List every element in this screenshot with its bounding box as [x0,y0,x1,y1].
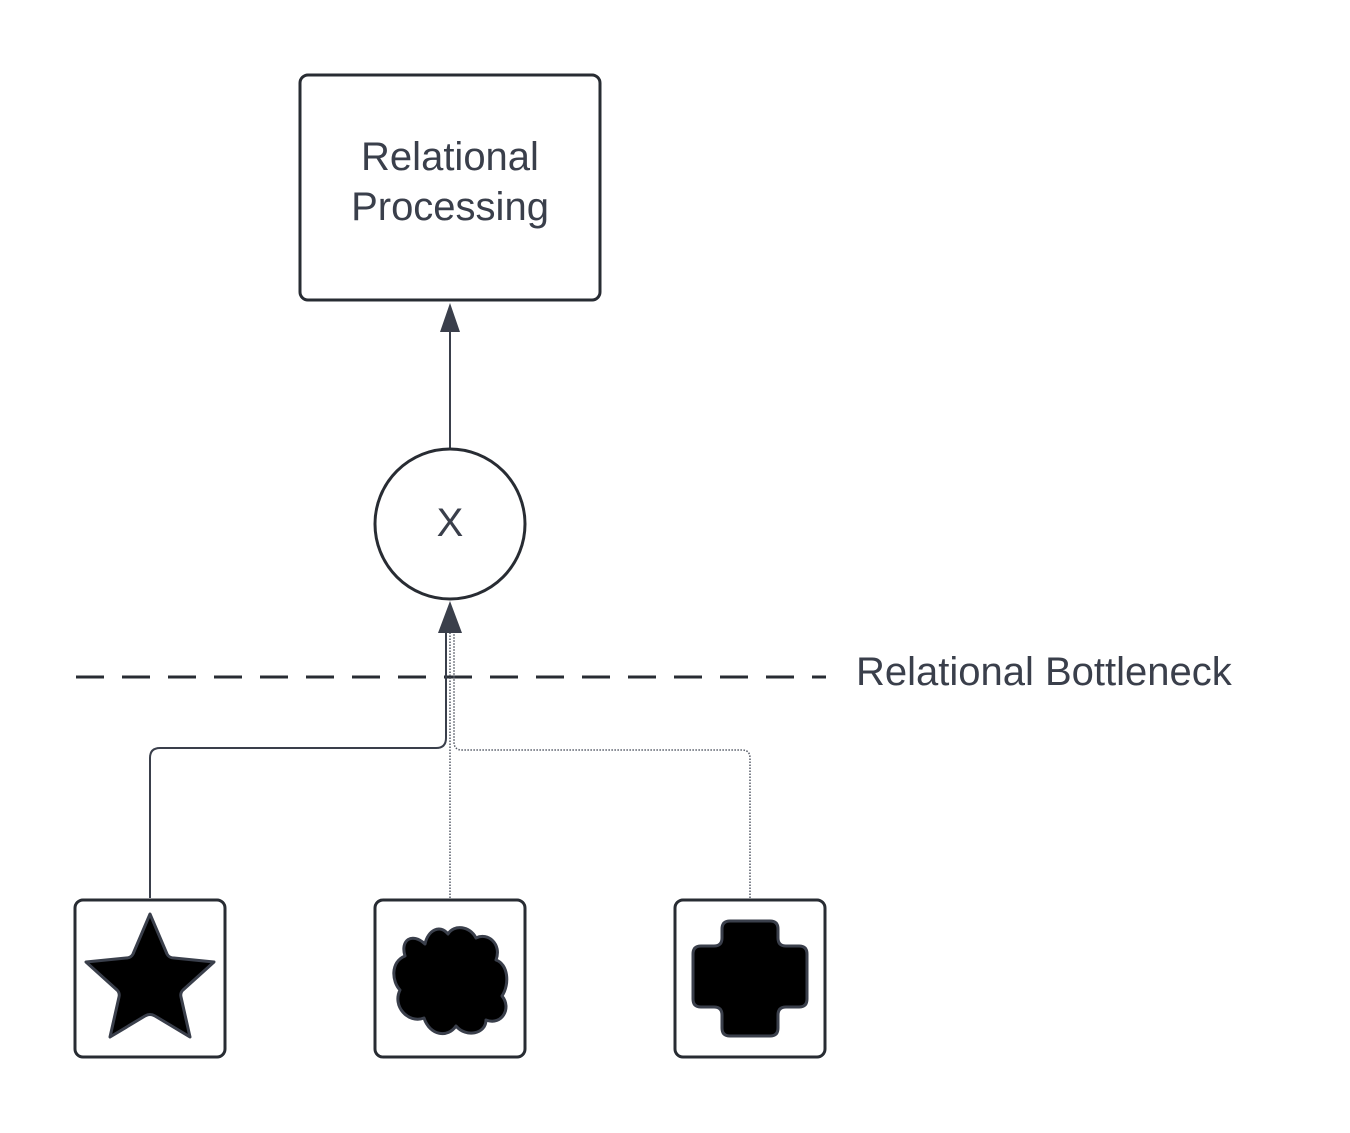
star-connector [149,630,447,898]
cross-icon [691,919,809,1038]
arrowhead-up-icon [440,303,460,332]
relational-processing-label-line2: Processing [351,185,549,229]
relational-processing-label-line1: Relational [361,135,539,179]
operator-to-processing-arrow [440,303,460,449]
relational-bottleneck: Relational Bottleneck [76,650,1233,694]
relational-processing-node: Relational Processing [298,73,602,302]
relational-processing-box [298,73,602,302]
input-star-node [73,898,227,1059]
input-connectors [149,601,751,898]
bottleneck-label: Relational Bottleneck [856,650,1233,694]
cross-connector [453,630,751,898]
multiply-operator-symbol: X [437,501,464,545]
arrowhead-up-icon [438,601,462,633]
input-cross-node [673,898,827,1059]
multiply-operator-circle [373,447,527,601]
input-cloud-node [373,898,527,1059]
star-icon [84,912,216,1039]
multiply-operator-node: X [373,447,527,601]
cloud-icon [392,926,509,1035]
